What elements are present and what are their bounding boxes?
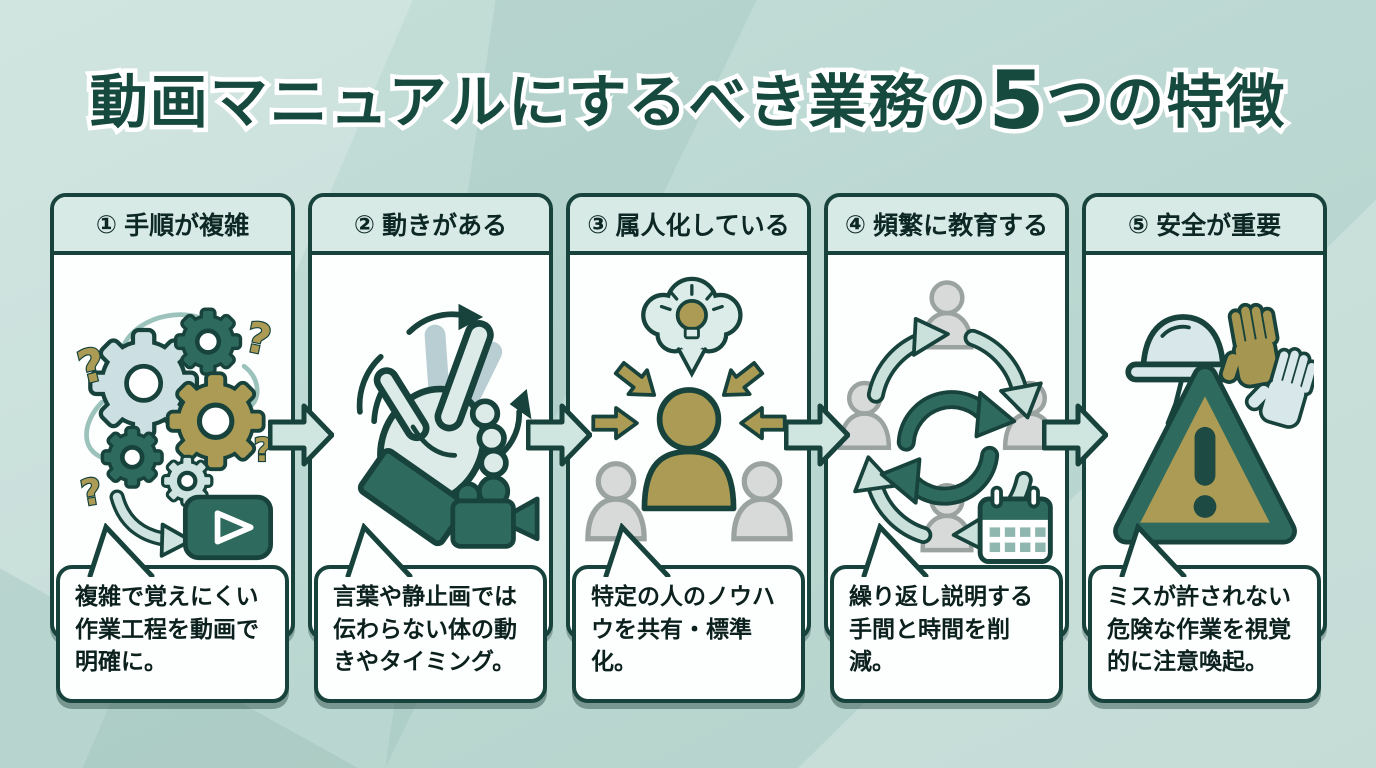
speech-bubble: 言葉や静止画では伝わらない体の動きやタイミング。	[314, 523, 547, 703]
card-header: ⑤ 安全が重要	[1086, 197, 1323, 255]
card-number: ②	[353, 209, 376, 239]
safety-warning-icon	[1112, 260, 1314, 545]
speech-bubble: 繰り返し説明する手間と時間を削減。	[830, 523, 1063, 703]
bubble-text: 言葉や静止画では伝わらない体の動きやタイミング。	[333, 584, 517, 676]
card-number: ④	[844, 209, 867, 239]
warning-triangle-icon	[1112, 364, 1297, 545]
card-heading: 属人化している	[615, 211, 790, 240]
card-number: ③	[587, 209, 609, 239]
card-icon-area: ? ? ? ?	[54, 255, 291, 636]
flow-arrow-icon	[268, 403, 334, 467]
card-heading: 動きがある	[382, 211, 508, 240]
card-1: ① 手順が複雑 ? ? ?	[50, 193, 295, 703]
cards-row: ① 手順が複雑 ? ? ?	[50, 193, 1327, 703]
bubble-text: 複雑で覚えにくい作業工程を動画で明確に。	[75, 584, 259, 676]
speech-bubble: ミスが許されない危険な作業を視覚的に注意喚起。	[1088, 523, 1321, 703]
card-header: ② 動きがある	[312, 197, 549, 255]
card-frame: ③ 属人化している	[566, 193, 811, 640]
bubble-tail-icon	[861, 523, 929, 577]
title-suffix: つの特徴	[1042, 64, 1289, 141]
card-header: ① 手順が複雑	[54, 197, 291, 255]
svg-text:?: ?	[241, 312, 275, 365]
hand-motion-icon	[356, 303, 540, 549]
bubble-tail-icon	[603, 523, 671, 577]
calendar-icon	[977, 485, 1053, 564]
bubble-text: 特定の人のノウハウを共有・標準化。	[591, 584, 775, 676]
flow-arrow-icon	[1042, 403, 1108, 467]
bubble-tail-icon	[345, 523, 413, 577]
card-icon-area	[570, 255, 807, 636]
card-header: ④ 頻繁に教育する	[828, 197, 1065, 255]
svg-text:?: ?	[77, 471, 105, 515]
speech-bubble: 特定の人のノウハウを共有・標準化。	[572, 523, 805, 703]
card-header: ③ 属人化している	[570, 197, 807, 255]
card-heading: 手順が複雑	[124, 211, 250, 240]
bubble-tail-icon	[87, 523, 155, 577]
flow-arrow-icon	[526, 403, 592, 467]
complex-gears-icon: ? ? ? ?	[71, 260, 276, 561]
card-number: ⑤	[1127, 209, 1150, 239]
bubble-tail-icon	[1119, 523, 1187, 577]
card-number: ①	[95, 209, 118, 239]
card-icon-area	[312, 255, 549, 636]
title-prefix: 動画マニュアルにするべき業務の	[85, 64, 991, 141]
flow-arrow-icon	[784, 403, 850, 467]
card-4: ④ 頻繁に教育する	[824, 193, 1069, 703]
card-heading: 頻繁に教育する	[873, 211, 1049, 240]
person-knowhow-icon	[580, 260, 798, 573]
card-5: ⑤ 安全が重要	[1082, 193, 1327, 703]
card-2: ② 動きがある	[308, 193, 553, 703]
title-number: 5	[984, 50, 1049, 152]
card-icon-area	[1086, 255, 1323, 636]
card-3: ③ 属人化している	[566, 193, 811, 703]
bubble-text: ミスが許されない危険な作業を視覚的に注意喚起。	[1107, 584, 1291, 676]
speech-bubble: 複雑で覚えにくい作業工程を動画で明確に。	[56, 523, 289, 703]
card-heading: 安全が重要	[1156, 211, 1282, 240]
card-icon-area	[828, 255, 1065, 636]
bubble-text: 繰り返し説明する手間と時間を削減。	[849, 584, 1033, 676]
training-cycle-icon	[838, 260, 1056, 564]
page-title: 動画マニュアルにするべき業務の5つの特徴	[0, 50, 1376, 152]
